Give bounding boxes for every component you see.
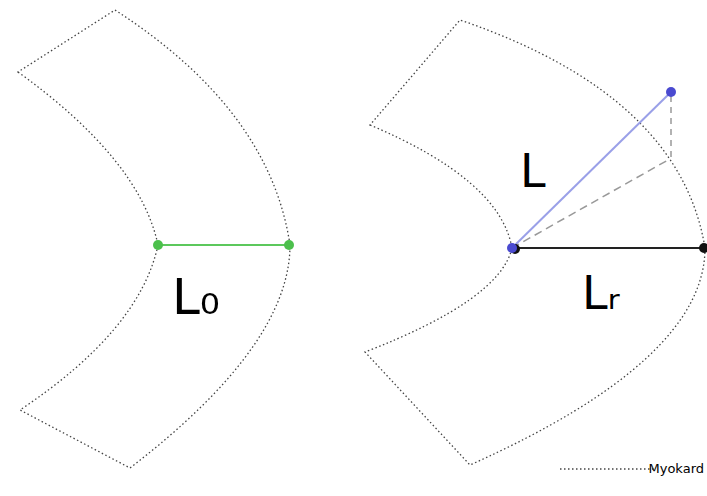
radial-length-line	[512, 247, 705, 249]
point	[699, 243, 707, 253]
length-label: L	[520, 148, 546, 194]
point	[666, 87, 676, 97]
length-label: L₀	[172, 272, 220, 322]
point	[284, 240, 294, 250]
legend-text: Myokard	[649, 462, 705, 475]
projection-line	[670, 96, 672, 160]
point	[153, 240, 163, 250]
myocardium-segment-deformed	[365, 20, 705, 465]
legend-line-sample	[560, 468, 655, 469]
myocardium-segment-rest	[18, 10, 290, 468]
point	[507, 243, 517, 253]
initial-length-line	[158, 244, 289, 246]
length-label: Lᵣ	[582, 270, 620, 316]
deformed-length-line	[512, 92, 671, 248]
